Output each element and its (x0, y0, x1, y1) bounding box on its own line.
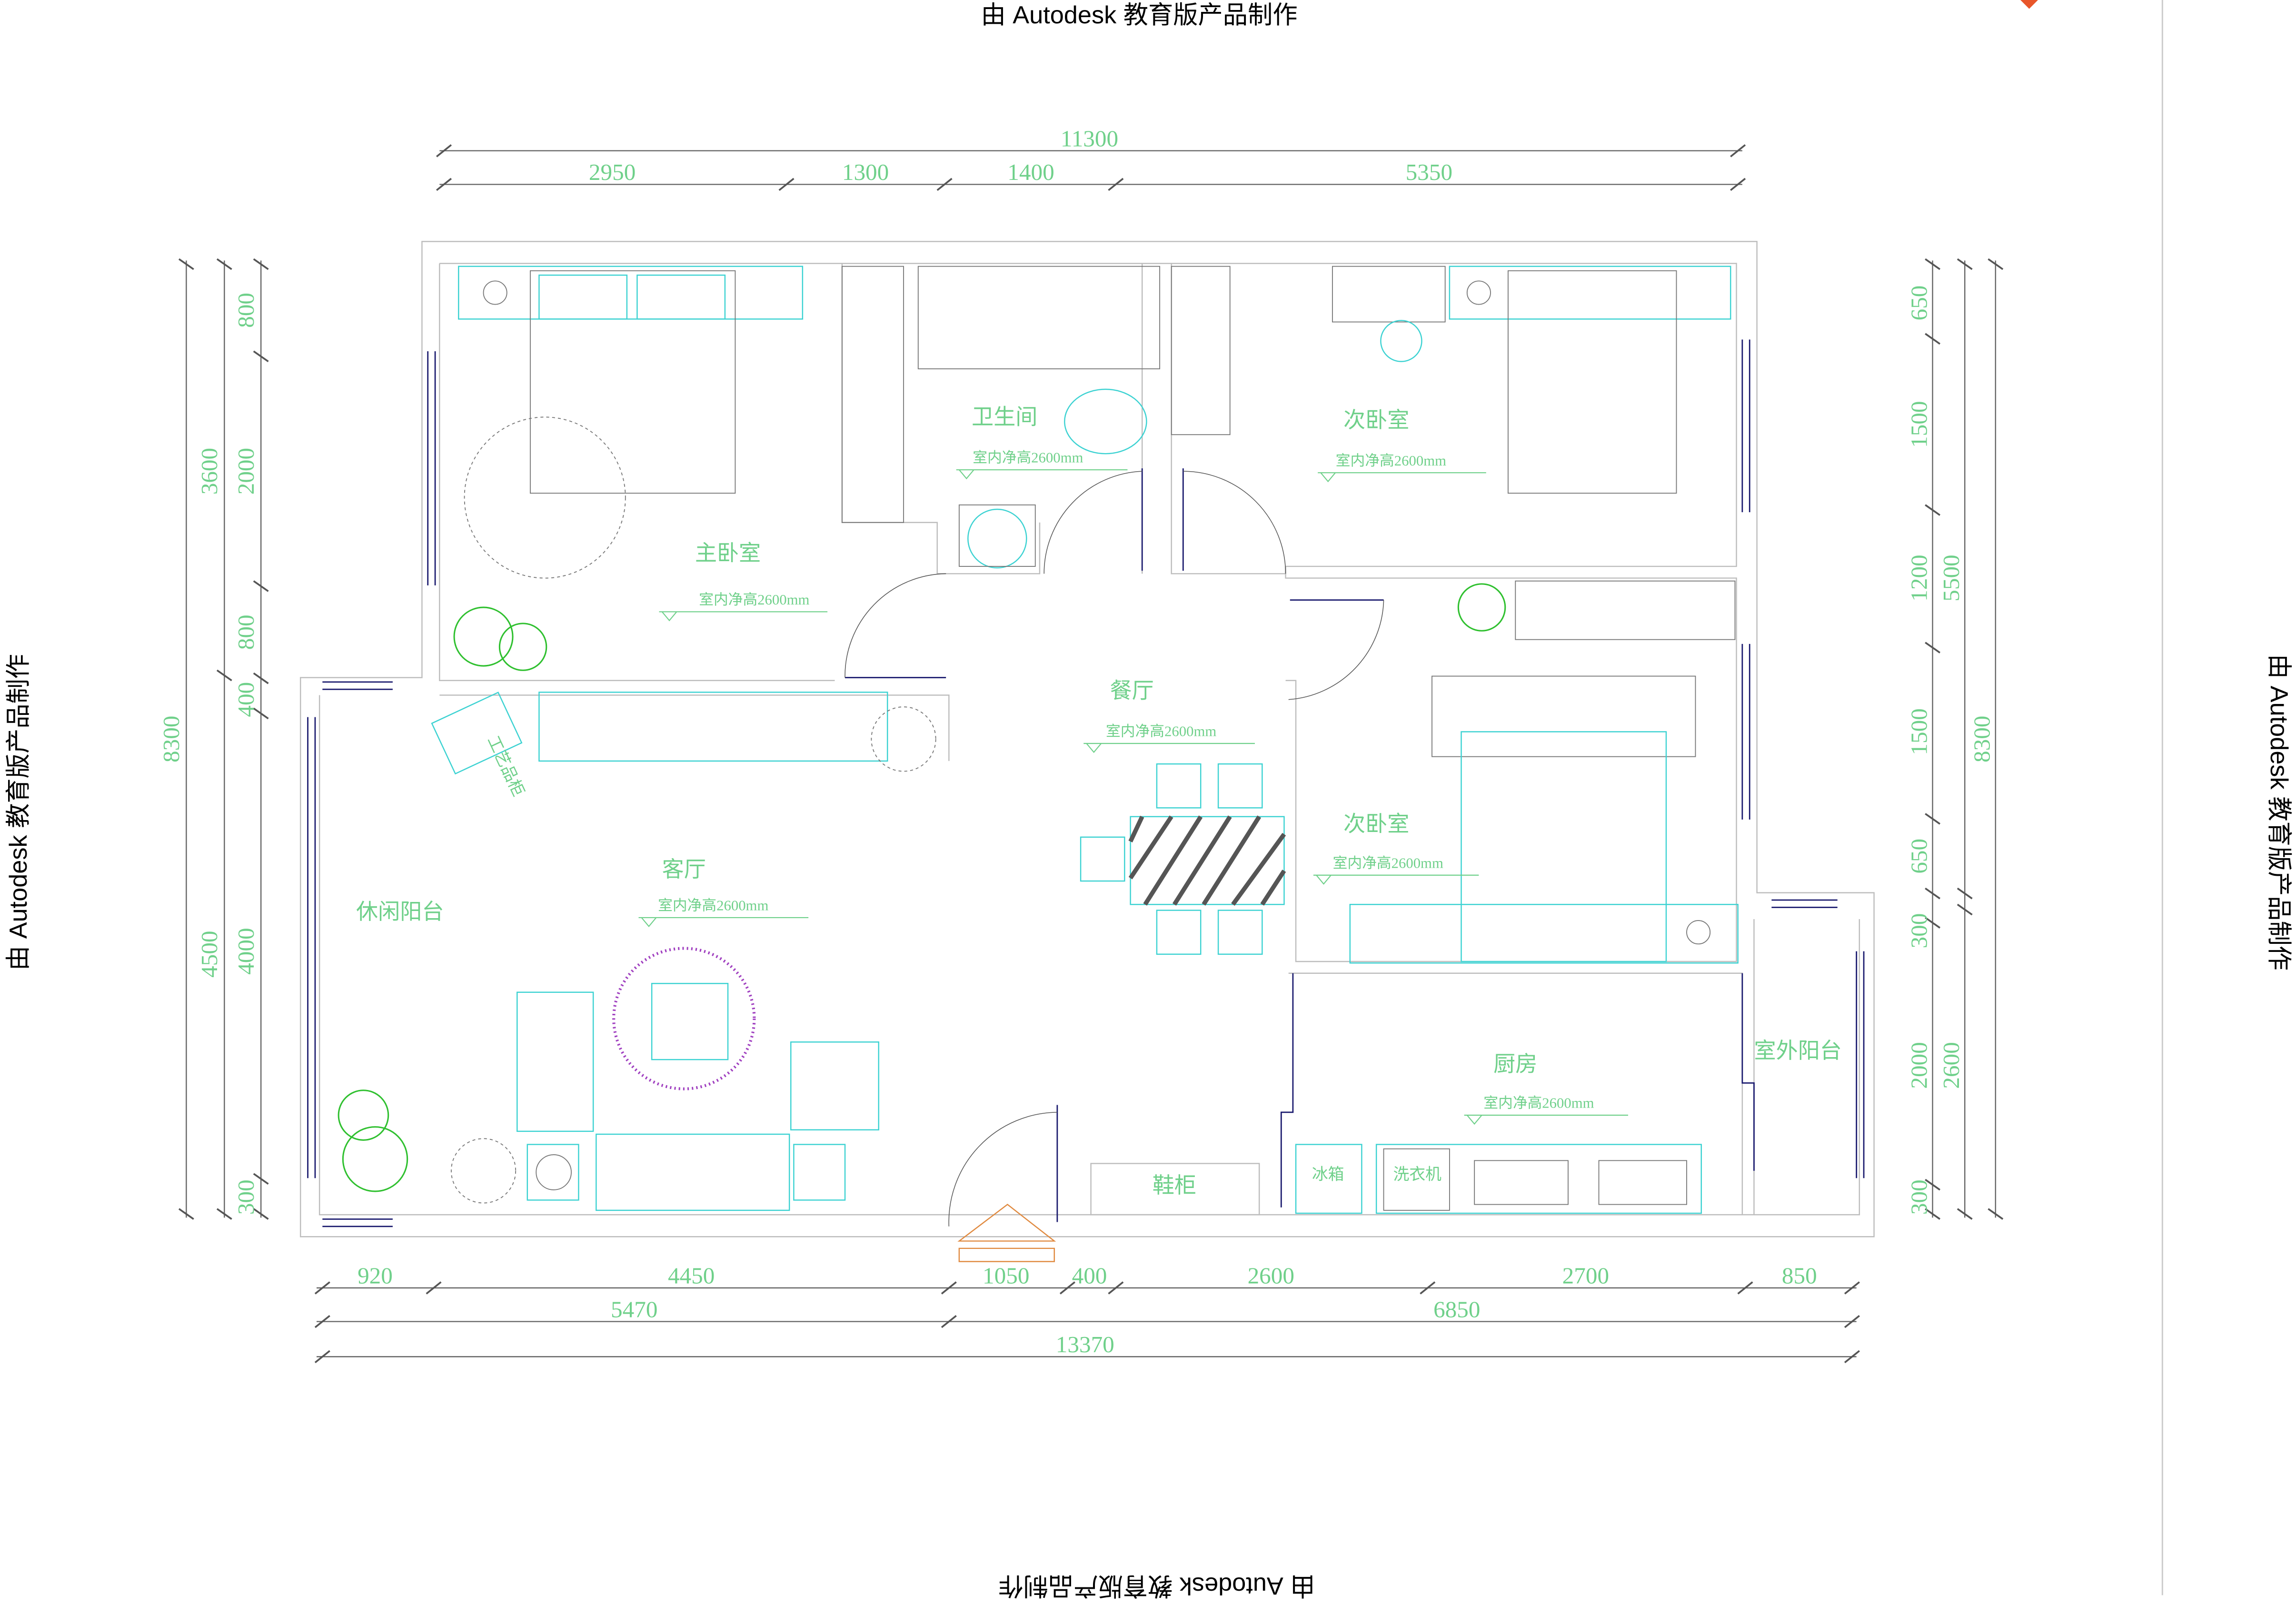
room-master-bedroom: 主卧室 (695, 541, 761, 565)
dim-left-inner-6: 300 (233, 1179, 259, 1215)
dim-left-total: 8300 (158, 716, 184, 762)
watermark-bottom: 由 Autodesk 教育版产品制作 (998, 1572, 1315, 1600)
ceiling-second-bedroom-bottom: 室内净高2600mm (1333, 855, 1443, 871)
second-bedroom-top-furniture (1171, 266, 1736, 640)
dim-bottom-row2-1: 5470 (611, 1296, 657, 1322)
dim-bottom-total: 13370 (1056, 1331, 1114, 1357)
dim-right-inner-6: 300 (1906, 913, 1932, 949)
dim-bottom-row2-2: 6850 (1433, 1296, 1480, 1322)
label-shoe-cabinet: 鞋柜 (1153, 1173, 1196, 1198)
dim-right-inner-8: 300 (1906, 1179, 1932, 1215)
dim-bottom-4: 400 (1072, 1263, 1107, 1289)
dim-right-inner-2: 1500 (1906, 401, 1932, 448)
bathroom-fixtures (958, 388, 1147, 569)
plants (338, 583, 1506, 1192)
watermark-top: 由 Autodesk 教育版产品制作 (981, 1, 1298, 29)
second-bedroom-bottom-furniture (1349, 675, 1739, 964)
ceiling-bathroom: 室内净高2600mm (973, 450, 1083, 466)
dim-right-inner-5: 650 (1906, 839, 1932, 874)
kitchen-fixtures: 冰箱 洗衣机 鞋柜 (957, 1144, 1702, 1262)
room-outdoor-balcony: 室外阳台 (1754, 1039, 1841, 1063)
room-labels: 主卧室 室内净高2600mm 卫生间 室内净高2600mm 次卧室 室内净高26… (356, 405, 1842, 1125)
room-dining: 餐厅 (1110, 679, 1154, 703)
left-dimensions: 8300 3600 4500 800 2000 800 400 4000 300 (158, 258, 269, 1220)
top-dimensions: 11300 2950 1300 1400 5350 (436, 125, 1746, 191)
dim-left-inner-2: 2000 (233, 448, 259, 495)
marker-icon (2020, 0, 2038, 9)
dim-right-mid-2: 2600 (1938, 1042, 1964, 1089)
room-leisure-balcony: 休闲阳台 (356, 900, 444, 924)
door-swings (845, 471, 1384, 1227)
dim-left-inner-1: 800 (233, 293, 259, 328)
room-kitchen: 厨房 (1493, 1052, 1537, 1076)
ceiling-kitchen: 室内净高2600mm (1483, 1095, 1594, 1111)
dim-left-inner-5: 4000 (233, 928, 259, 974)
walls (299, 241, 1875, 1238)
dim-top-2: 1300 (842, 159, 889, 185)
dim-left-inner-4: 400 (233, 682, 259, 717)
dim-bottom-5: 2600 (1248, 1263, 1294, 1289)
dim-left-inner-3: 800 (233, 614, 259, 650)
dim-left-mid-1: 3600 (196, 448, 222, 495)
ceiling-living: 室内净高2600mm (658, 898, 768, 914)
ceiling-second-bedroom-top: 室内净高2600mm (1336, 453, 1446, 469)
dim-right-inner-7: 2000 (1906, 1042, 1932, 1089)
dim-top-3: 1400 (1007, 159, 1054, 185)
room-second-bedroom-bottom: 次卧室 (1343, 812, 1409, 836)
dim-top-4: 5350 (1406, 159, 1452, 185)
dim-bottom-7: 850 (1782, 1263, 1817, 1289)
dim-bottom-2: 4450 (668, 1263, 715, 1289)
windows (307, 339, 1865, 1228)
watermark-left: 由 Autodesk 教育版产品制作 (5, 654, 32, 970)
room-living: 客厅 (662, 857, 706, 881)
dining-table (1080, 763, 1286, 955)
dim-right-mid-1: 5500 (1938, 554, 1964, 601)
dim-right-inner-4: 1500 (1906, 708, 1932, 755)
living-room-furniture: 工艺品柜 (431, 692, 936, 1211)
dim-top-total: 11300 (1061, 125, 1118, 151)
room-second-bedroom-top: 次卧室 (1343, 408, 1409, 432)
room-bathroom: 卫生间 (972, 405, 1037, 429)
dim-bottom-3: 1050 (983, 1263, 1029, 1289)
right-dimensions: 650 1500 1200 1500 650 300 2000 300 5500… (1906, 258, 2004, 1220)
dim-bottom-1: 920 (358, 1263, 393, 1289)
dim-right-inner-3: 1200 (1906, 554, 1932, 601)
dim-right-total: 8300 (1969, 716, 1995, 762)
label-washer: 洗衣机 (1393, 1165, 1442, 1183)
watermark-right: 由 Autodesk 教育版产品制作 (2265, 654, 2293, 970)
entrance-step (957, 1204, 1056, 1262)
ceiling-dining: 室内净高2600mm (1106, 723, 1216, 740)
dim-right-inner-1: 650 (1906, 286, 1932, 321)
bottom-dimensions: 920 4450 1050 400 2600 2700 850 5470 685… (314, 1263, 1860, 1364)
ceiling-master-bedroom: 室内净高2600mm (699, 592, 809, 608)
label-fridge: 冰箱 (1312, 1165, 1344, 1183)
master-bedroom-furniture (458, 266, 1161, 579)
dim-top-1: 2950 (589, 159, 636, 185)
dim-left-mid-2: 4500 (196, 931, 222, 978)
dim-bottom-6: 2700 (1562, 1263, 1609, 1289)
